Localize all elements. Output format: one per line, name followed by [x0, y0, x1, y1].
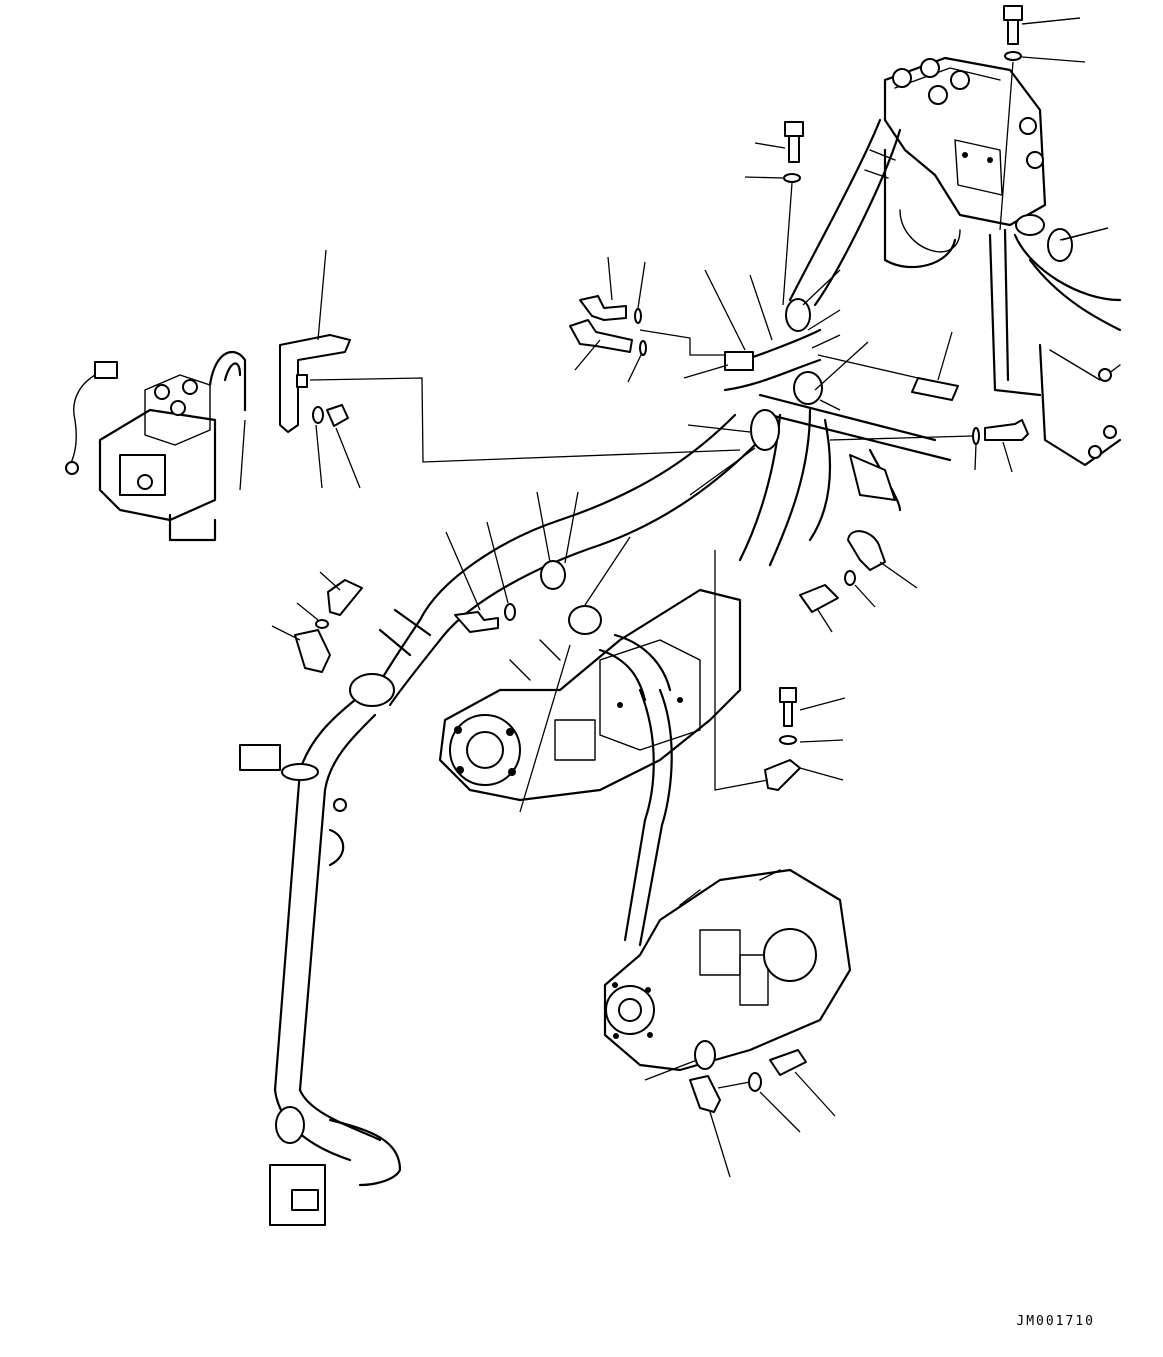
hose-clamp-middle [540, 454, 896, 635]
bracket-left [279, 334, 351, 433]
bracket-lower [689, 1040, 807, 1113]
leader-lines [239, 17, 1109, 1178]
washer-top-right [999, 51, 1086, 231]
figure-code: JM001710 [1016, 1314, 1095, 1329]
clamp-left [294, 579, 395, 707]
hydraulic-pump-center [438, 588, 742, 802]
bolt-pair-upper-left [569, 295, 725, 356]
hydraulic-pump-lower [603, 868, 852, 1072]
bolt-right [829, 419, 1029, 445]
clamp-right [799, 530, 886, 613]
hose-clamp-upper [724, 298, 823, 451]
control-valve-assembly [883, 56, 1122, 467]
flange-fitting-lower-left [239, 744, 347, 1226]
bolt-top-right [1003, 5, 1081, 45]
bolt-center [454, 603, 516, 633]
bolt-mid-right [714, 550, 801, 791]
hose-clamp-top-right [1015, 214, 1109, 262]
sleeve-right [817, 354, 959, 401]
bolt-upper-middle [782, 121, 804, 306]
solenoid-valve-left [65, 350, 247, 542]
